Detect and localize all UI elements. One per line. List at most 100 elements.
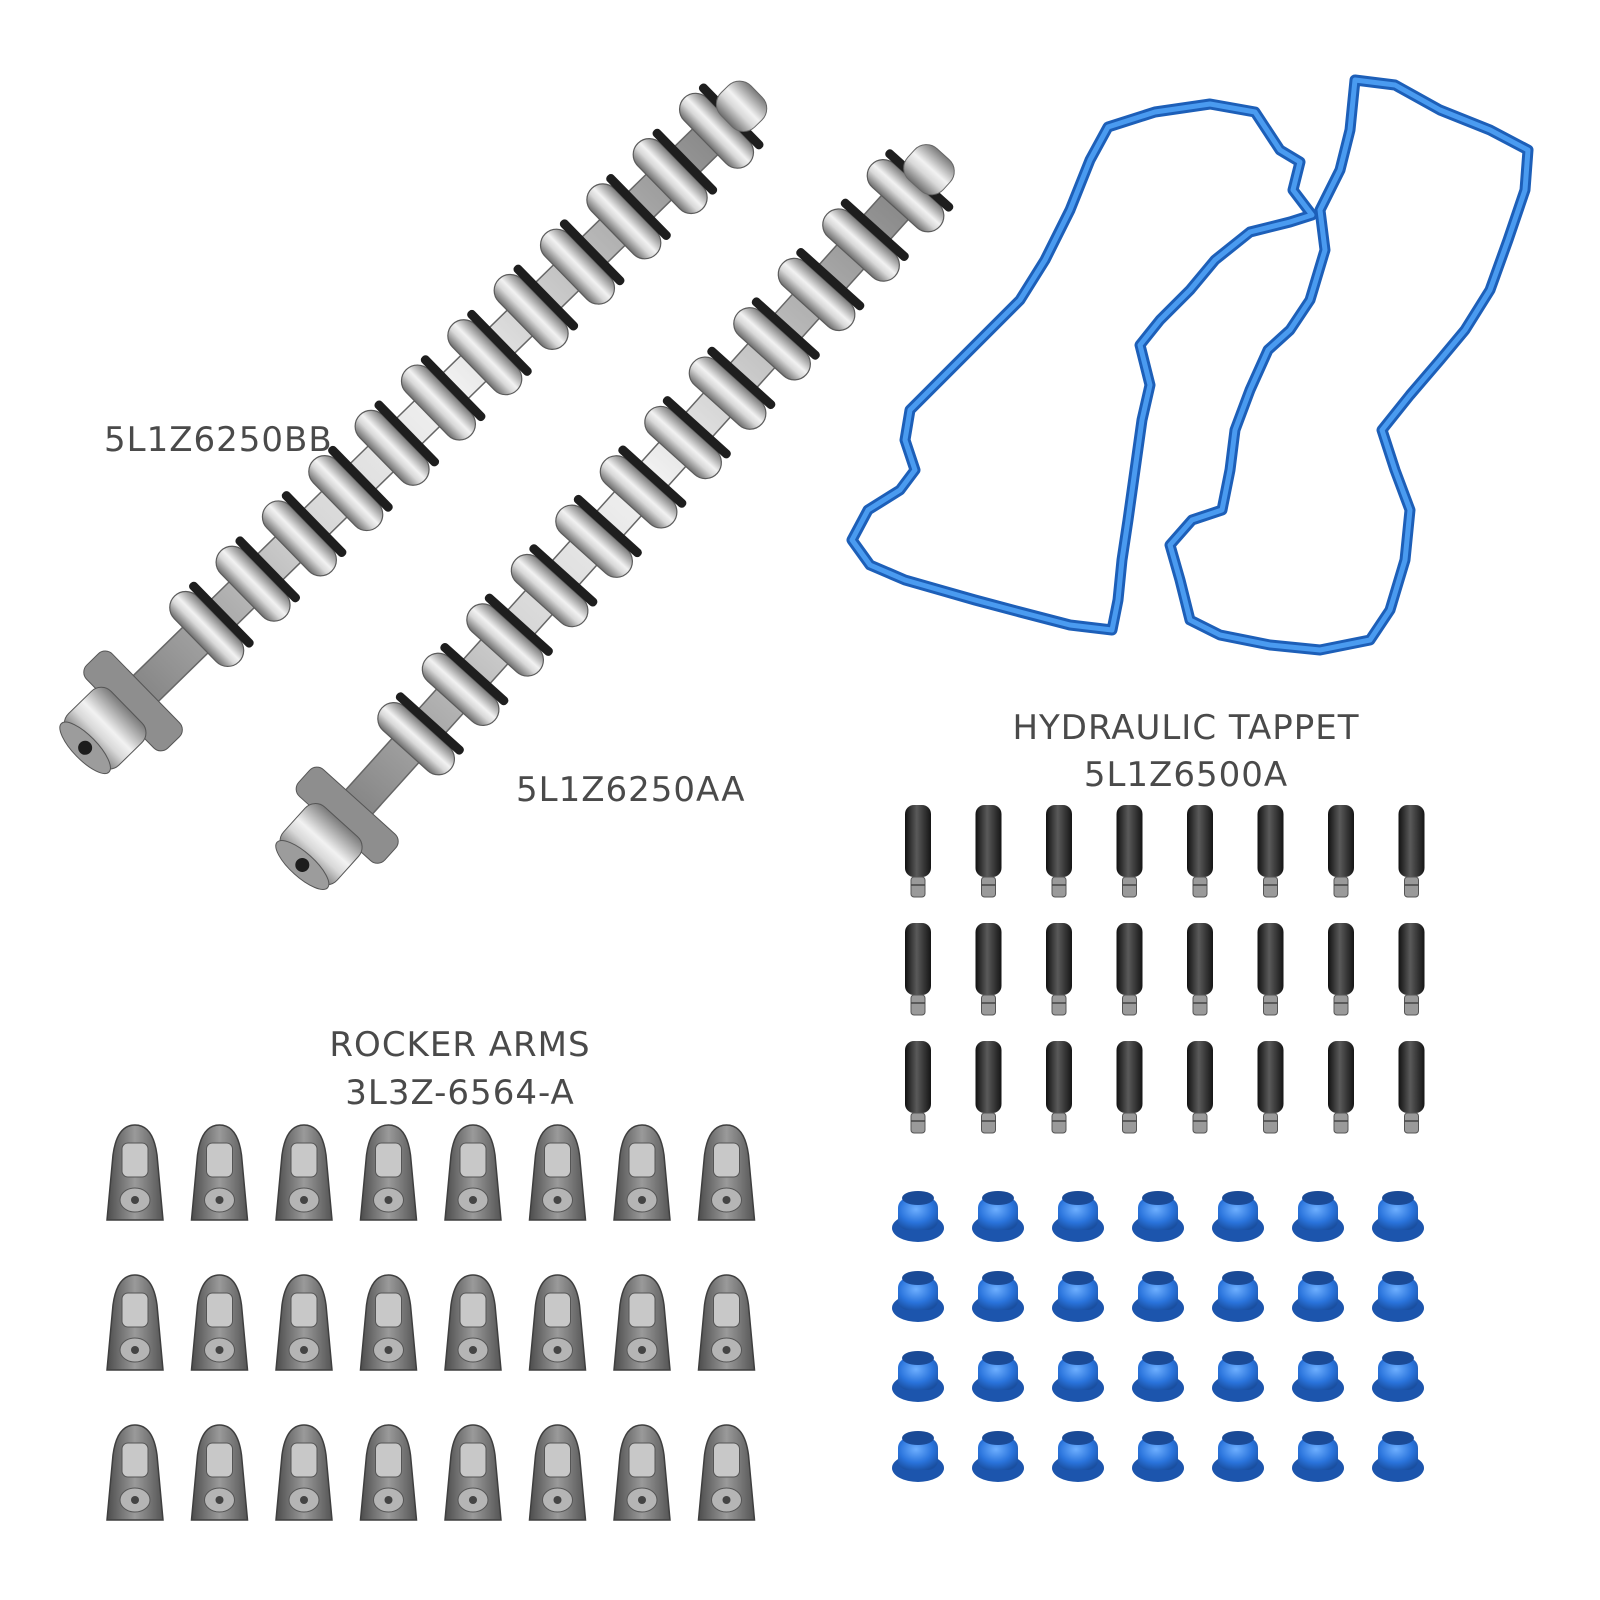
valve-stem-seal: [1212, 1191, 1264, 1242]
rocker-cup-hole: [638, 1196, 646, 1204]
rocker-roller: [206, 1442, 233, 1478]
rocker-cup-hole: [638, 1496, 646, 1504]
tappet-body: [1328, 805, 1354, 877]
valve-stem-seal: [1212, 1351, 1264, 1402]
rocker-cup-hole: [384, 1496, 393, 1504]
valve-stem-seal: [1372, 1351, 1424, 1402]
rocker-roller: [121, 1442, 149, 1478]
tappet-body: [1046, 805, 1072, 877]
valve-stem-seal: [1212, 1271, 1264, 1322]
rocker-cup-hole: [469, 1196, 477, 1204]
tappet-tip: [1333, 1112, 1349, 1134]
tappet-body: [1187, 1041, 1213, 1113]
valve-stem-seal: [1132, 1431, 1184, 1482]
camshaft-left-lobe-edge: [652, 128, 718, 195]
rocker-roller: [206, 1292, 233, 1328]
rocker-arm: [528, 1424, 587, 1521]
rocker-arm: [444, 1274, 502, 1371]
tappet-body: [1046, 1041, 1072, 1113]
seal-top: [1222, 1351, 1254, 1365]
tappet-tip: [1404, 994, 1419, 1016]
seal-body: [1218, 1438, 1258, 1470]
rocker-arm: [613, 1274, 671, 1371]
valve-stem-seal: [972, 1271, 1024, 1322]
seal-top: [1142, 1271, 1174, 1285]
rocker-cup-hole: [215, 1496, 224, 1504]
rocker-cup-hole: [553, 1346, 562, 1354]
hydraulic-tappet: [1257, 1041, 1284, 1134]
camshaft-right-lobe: [599, 455, 678, 529]
seal-top: [902, 1431, 934, 1445]
camshaft-right-lobe-edge: [484, 593, 553, 656]
rocker-roller: [375, 1292, 402, 1328]
rocker-cup-hole: [638, 1346, 646, 1354]
valve-stem-seal: [972, 1191, 1024, 1242]
tappet-tip: [910, 994, 926, 1016]
valve-stem-seal: [1132, 1351, 1184, 1402]
rocker-arms-grid: [106, 1124, 756, 1521]
valve-stem-seal: [1212, 1431, 1264, 1482]
rocker-arm: [697, 1424, 756, 1521]
rocker-roller: [206, 1142, 233, 1178]
rocker-cup-hole: [300, 1196, 308, 1204]
seal-body: [1138, 1278, 1178, 1310]
tappet-body: [1187, 805, 1213, 877]
valve-stem-seal: [1292, 1351, 1344, 1402]
rocker-cup-hole: [131, 1346, 139, 1354]
tappet-tip: [1122, 1112, 1137, 1134]
rocker-cup-hole: [131, 1196, 139, 1204]
hydraulic-tappet: [905, 923, 931, 1016]
seal-top: [1382, 1191, 1414, 1205]
rocker-arm: [444, 1124, 502, 1221]
rocker-cup-hole: [215, 1346, 224, 1354]
camshaft-left-lobe-edge: [606, 174, 671, 240]
camshaft-right-lobe-edge: [440, 642, 509, 706]
rocker-cup-hole: [384, 1346, 393, 1354]
valve-stem-seal: [1292, 1431, 1344, 1482]
hydraulic-tappet: [975, 805, 1002, 898]
tappet-body: [905, 923, 931, 995]
rocker-roller: [713, 1292, 740, 1328]
hydraulic-tappet: [1116, 1041, 1143, 1134]
seal-body: [898, 1358, 938, 1390]
seal-body: [978, 1358, 1018, 1390]
tappet-tip: [1263, 876, 1278, 898]
camshaft-left-nose-hole: [78, 740, 93, 755]
hydraulic-tappet: [905, 805, 931, 898]
seal-body: [1298, 1278, 1338, 1310]
seal-body: [1058, 1358, 1098, 1390]
seal-body: [978, 1438, 1018, 1470]
rocker-roller: [544, 1442, 571, 1478]
rocker-roller: [375, 1142, 402, 1178]
valve-stem-seal: [1132, 1191, 1184, 1242]
rocker-arm: [106, 1124, 164, 1221]
rocker-roller: [628, 1442, 656, 1478]
rocker-arm: [528, 1274, 587, 1371]
seal-body: [1298, 1438, 1338, 1470]
tappet-body: [1046, 923, 1072, 995]
valve-stem-seal: [1052, 1351, 1104, 1402]
tappet-tip: [981, 994, 996, 1016]
valve-stem-seal: [892, 1271, 944, 1322]
hydraulic-tappet: [1398, 923, 1425, 1016]
seal-body: [1378, 1438, 1418, 1470]
seal-top: [1142, 1351, 1174, 1365]
seal-top: [1302, 1351, 1334, 1365]
seal-body: [898, 1198, 938, 1230]
seal-top: [982, 1351, 1014, 1365]
tappet-body: [975, 1041, 1002, 1113]
rocker-roller: [544, 1142, 571, 1178]
seal-top: [982, 1191, 1014, 1205]
seal-top: [982, 1431, 1014, 1445]
rocker-arm: [359, 1124, 418, 1221]
rocker-cup-hole: [722, 1346, 731, 1354]
hydraulic-tappet: [1398, 1041, 1425, 1134]
camshaft-left-body: [59, 80, 768, 775]
seal-top: [1062, 1271, 1094, 1285]
tappet-tip: [1122, 876, 1137, 898]
tappet-tip: [1404, 1112, 1419, 1134]
rocker-arm: [190, 1274, 249, 1371]
valve-cover-gaskets: [846, 74, 1534, 656]
hydraulic-tappet: [1187, 923, 1213, 1016]
valve-stem-seal: [892, 1351, 944, 1402]
